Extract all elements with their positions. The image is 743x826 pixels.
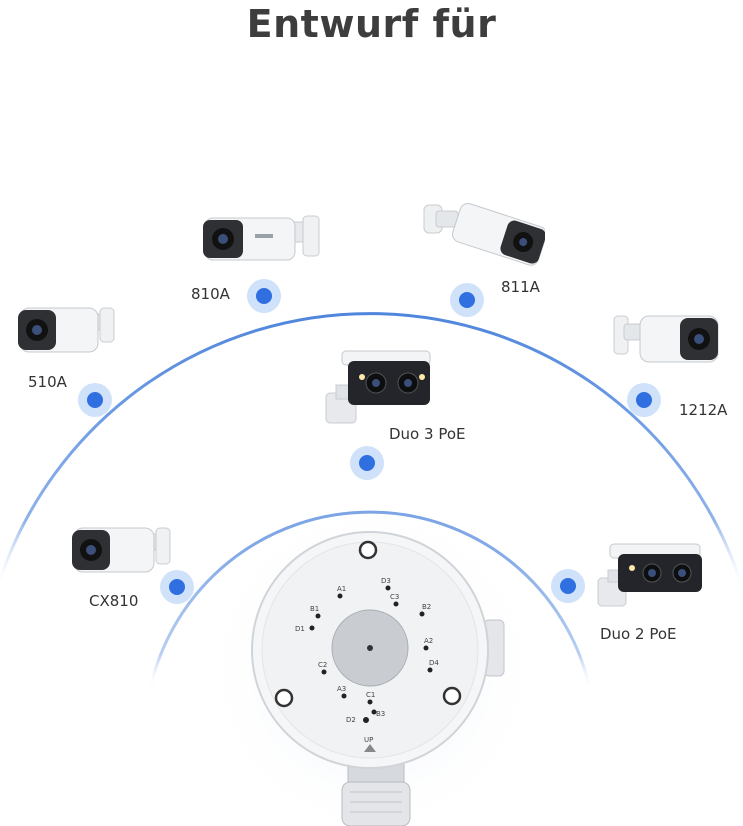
camera-duo2-image — [597, 543, 702, 607]
hole-label: B3 — [376, 710, 385, 718]
camera-label-510a: 510A — [28, 373, 67, 391]
camera-811a-image — [423, 202, 545, 266]
node-510a — [78, 383, 112, 417]
camera-label-duo2: Duo 2 PoE — [600, 625, 677, 643]
hole-label: A1 — [337, 585, 346, 593]
node-810a — [247, 279, 281, 313]
hole-label: A2 — [424, 637, 433, 645]
node-811a — [450, 283, 484, 317]
up-label: UP — [364, 736, 373, 744]
hole-label: D2 — [346, 716, 356, 724]
hole-label: D1 — [295, 625, 305, 633]
hole-label: D4 — [429, 659, 439, 667]
page-title: Entwurf für — [246, 2, 497, 46]
camera-1212a-image — [613, 315, 719, 363]
node-duo2 — [551, 569, 585, 603]
camera-810a-image — [203, 215, 320, 261]
camera-label-1212a: 1212A — [679, 401, 728, 419]
camera-label-cx810: CX810 — [89, 592, 139, 610]
hole-label: C2 — [318, 661, 327, 669]
camera-duo3-image — [325, 350, 431, 424]
node-1212a — [627, 383, 661, 417]
hole-label: A3 — [337, 685, 346, 693]
up-arrow-icon — [364, 744, 376, 752]
hole-label: B1 — [310, 605, 319, 613]
camera-label-811a: 811A — [501, 278, 540, 296]
camera-label-810a: 810A — [191, 285, 230, 303]
junction-box-image: A1 B1 D1 D3 C3 B2 A2 D4 C2 A3 C1 B3 D2 U… — [251, 531, 505, 826]
hole-label: D3 — [381, 577, 391, 585]
camera-label-duo3: Duo 3 PoE — [389, 425, 466, 443]
hole-label: C3 — [390, 593, 399, 601]
hole-label: C1 — [366, 691, 375, 699]
node-duo3 — [350, 446, 384, 480]
node-cx810 — [160, 570, 194, 604]
hole-label: B2 — [422, 603, 431, 611]
camera-cx810-image — [72, 527, 171, 573]
camera-510a-image — [18, 307, 115, 353]
